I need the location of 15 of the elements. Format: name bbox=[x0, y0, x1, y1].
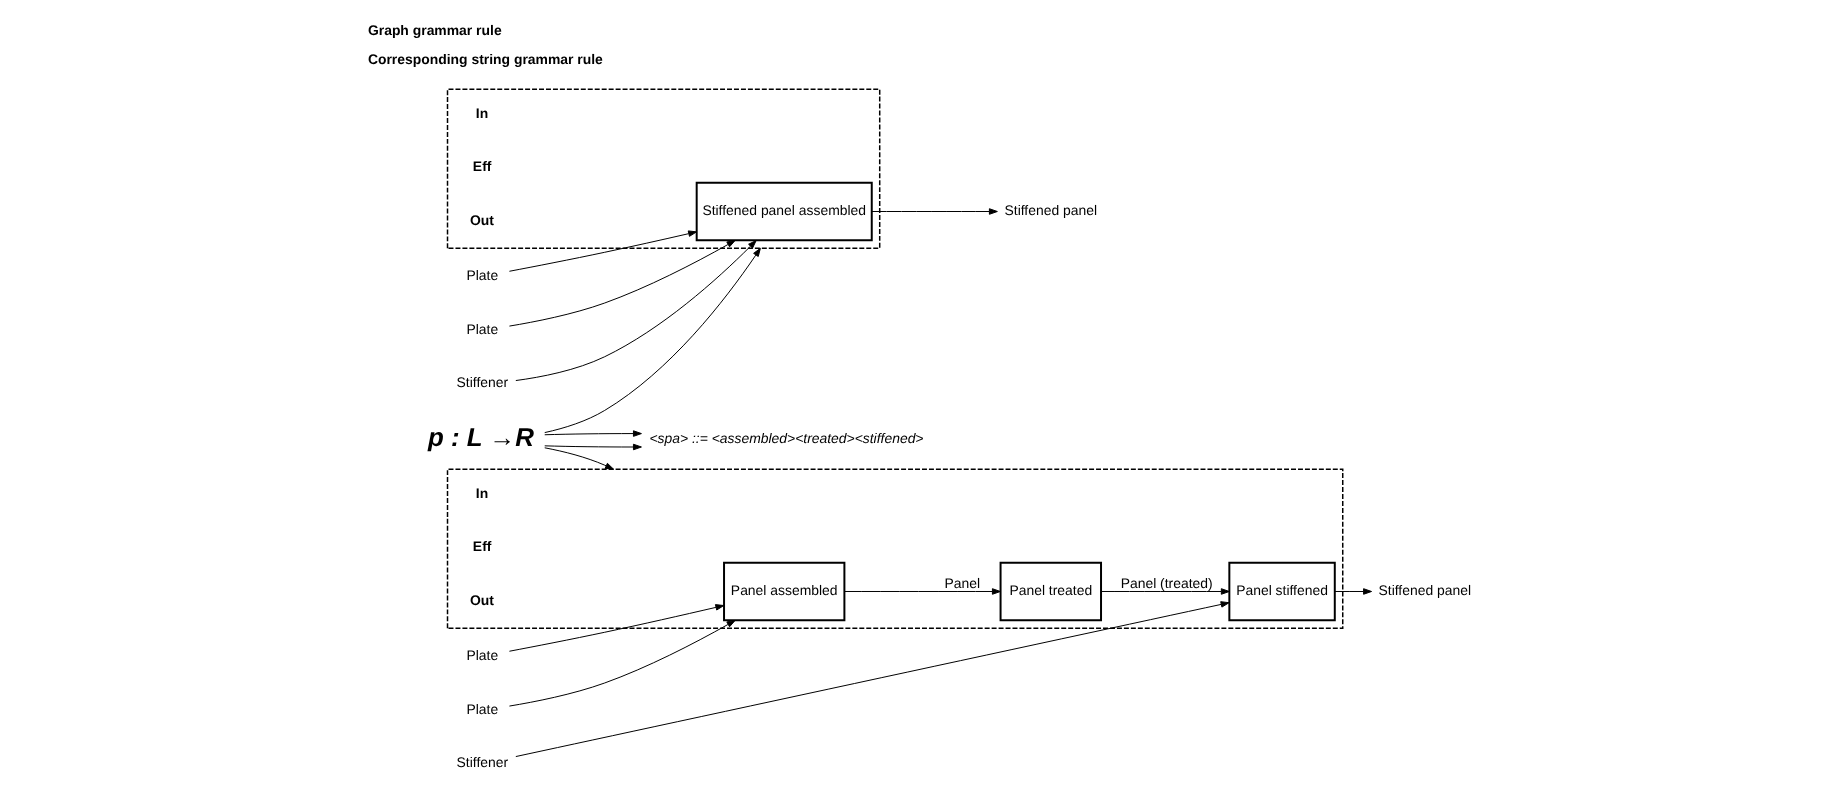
arrow bbox=[507, 239, 735, 327]
arrow bbox=[507, 604, 724, 652]
arrow bbox=[1333, 588, 1372, 595]
arrow bbox=[543, 247, 760, 434]
arrow bbox=[543, 430, 641, 437]
arrow bbox=[543, 443, 641, 451]
arrow bbox=[843, 588, 1000, 595]
arrow bbox=[507, 619, 735, 707]
arrow bbox=[543, 447, 613, 470]
arrow bbox=[507, 230, 697, 272]
arrow bbox=[1099, 588, 1229, 595]
arrow bbox=[514, 601, 1229, 758]
arrow bbox=[870, 208, 997, 215]
node-text: p : L →R bbox=[427, 421, 533, 452]
arrow bbox=[514, 240, 756, 382]
